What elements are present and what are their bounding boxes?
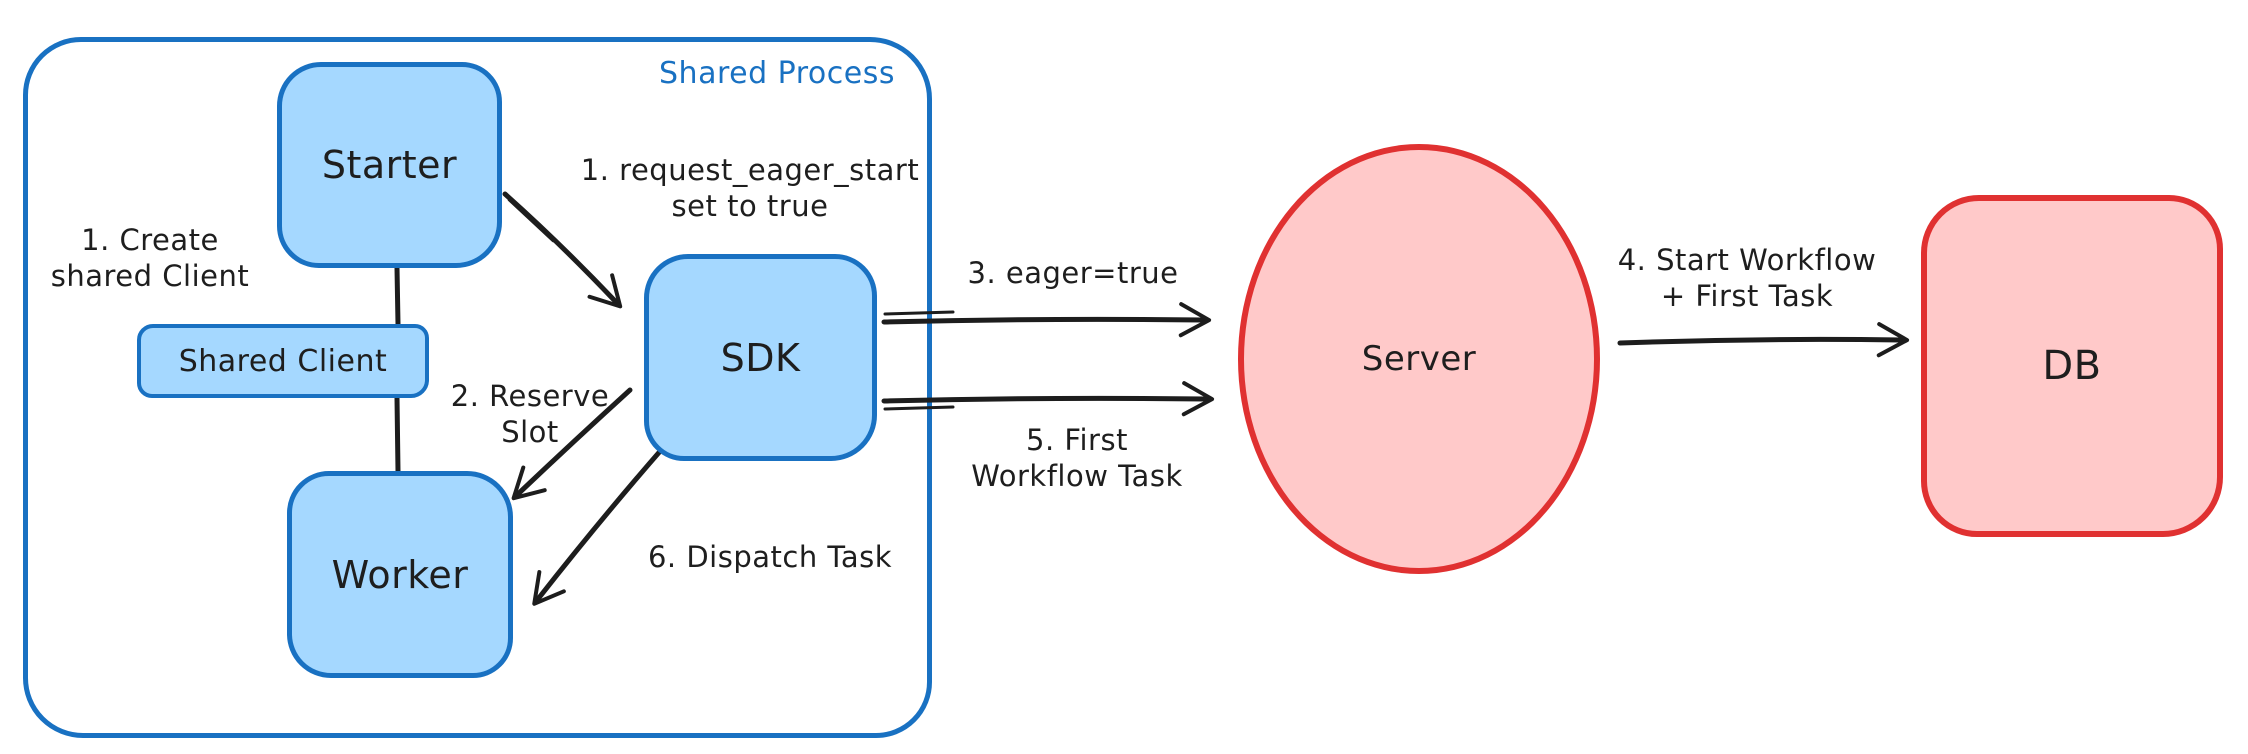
shared-process-container — [23, 37, 932, 738]
arrow-sdk-to-server-eager-true-sketch-stroke — [883, 310, 955, 316]
node-db: DB — [1921, 195, 2223, 537]
line-starter-to-shared-client — [394, 265, 401, 327]
arrow-sdk-to-server-first-workflow-task — [881, 381, 1215, 417]
node-starter-label: Starter — [321, 143, 458, 187]
node-worker-label: Worker — [331, 552, 469, 597]
annotation-eager-true: 3. eager=true — [967, 256, 1179, 290]
arrow-starter-to-sdk — [502, 191, 623, 309]
node-shared-client-label: Shared Client — [178, 343, 388, 379]
line-shared-client-to-worker — [394, 395, 401, 474]
annotation-first-workflow-task: 5. First Workflow Task — [971, 423, 1183, 493]
node-server: Server — [1238, 144, 1600, 574]
node-starter: Starter — [277, 62, 502, 268]
arrow-sdk-to-server-first-workflow-task-sketch-stroke — [883, 405, 955, 411]
annotation-request-eager-start: 1. request_eager_start set to true — [580, 153, 920, 223]
node-db-label: DB — [2042, 343, 2102, 389]
node-shared-client: Shared Client — [137, 324, 429, 398]
annotation-start-workflow-first-task: 4. Start Workflow + First Task — [1617, 243, 1877, 313]
node-sdk-label: SDK — [720, 335, 801, 380]
node-worker: Worker — [287, 471, 513, 678]
arrow-sdk-to-server-eager-true — [881, 302, 1212, 338]
arrow-server-to-db-start-workflow — [1617, 322, 1910, 358]
node-sdk: SDK — [644, 254, 877, 461]
arrow-sdk-to-worker-dispatch-task — [532, 446, 665, 606]
arrow-sdk-to-worker-reserve-slot — [511, 387, 633, 501]
shared-process-label: Shared Process — [659, 56, 895, 91]
annotation-dispatch-task: 6. Dispatch Task — [647, 540, 893, 574]
annotation-reserve-slot: 2. Reserve Slot — [450, 379, 610, 449]
annotation-create-shared-client: 1. Create shared Client — [50, 223, 250, 293]
arrow-starter-to-sdk-sketch-stroke — [507, 198, 555, 243]
node-server-label: Server — [1361, 339, 1477, 379]
